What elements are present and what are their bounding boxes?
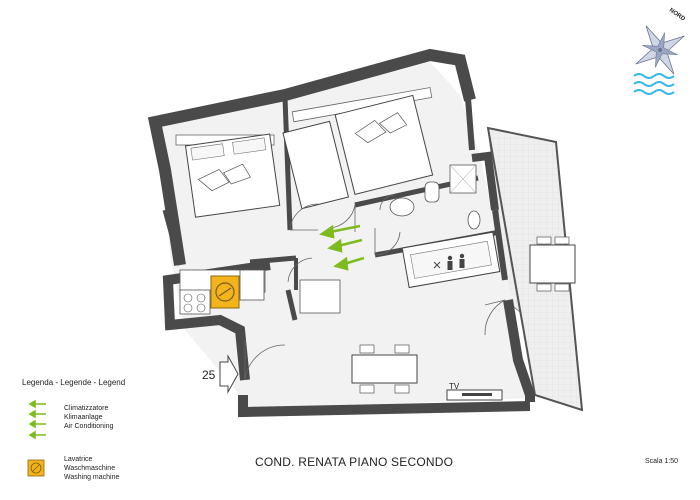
cabinet	[299, 279, 341, 314]
tv-label: TV	[449, 382, 460, 391]
pillow	[190, 143, 225, 161]
compass-rose-icon	[635, 25, 685, 75]
legend-aircon-arrows	[28, 399, 46, 440]
washbasin	[389, 197, 415, 217]
legend-title: Legenda - Legende - Legend	[22, 378, 126, 387]
pillow	[232, 137, 267, 155]
terrace-railing	[486, 126, 584, 412]
terrace-table	[529, 236, 576, 292]
sofa-bed-people-icon	[433, 253, 465, 270]
bathroom	[389, 164, 481, 230]
tv-stand	[446, 389, 503, 401]
legend-washer-text: Lavatrice Waschmaschine Washing machine	[64, 455, 119, 482]
plan-title: COND. RENATA PIANO SECONDO	[255, 455, 454, 469]
sea-waves-icon	[633, 73, 675, 95]
legend-washer-line: Waschmaschine	[64, 465, 116, 472]
bidet	[424, 181, 440, 203]
aircon-arrow-icon	[319, 224, 365, 271]
washing-machine-icon	[210, 275, 240, 309]
entrance-arrow-icon	[219, 354, 239, 394]
toilet	[467, 210, 481, 230]
bedding-fold	[354, 112, 408, 144]
legend-aircon-line: Climatizzatore	[64, 405, 109, 412]
dining-table	[351, 344, 418, 394]
entrance-number: 25	[202, 368, 216, 382]
legend-washer-line: Lavatrice	[64, 456, 93, 463]
legend-aircon-line: Air Conditioning	[64, 423, 114, 430]
legend-washing-machine-icon	[27, 459, 45, 477]
single-bed	[282, 120, 350, 210]
stove	[179, 289, 211, 315]
double-bed	[334, 94, 434, 195]
bedroom-left	[175, 133, 281, 218]
legend-washer-line: Washing machine	[64, 474, 120, 481]
bedding-fold	[197, 163, 252, 192]
legend-aircon-text: Climatizzatore Klimaanlage Air Condition…	[64, 404, 113, 431]
sink	[239, 269, 265, 301]
scale-label: Scala 1:50	[645, 458, 679, 465]
legend-aircon-line: Klimaanlage	[64, 414, 103, 421]
door-swings	[244, 194, 506, 381]
bedroom-right	[282, 87, 434, 210]
